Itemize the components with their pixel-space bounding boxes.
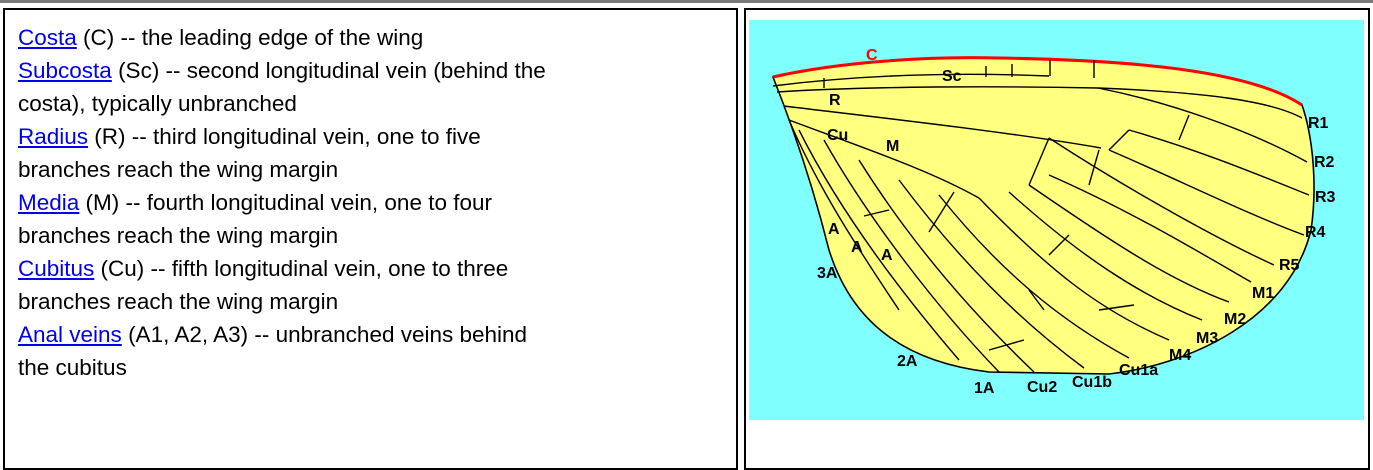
label-sc: Sc xyxy=(942,68,962,85)
media-line-1: Media (M) -- fourth longitudinal vein, o… xyxy=(18,186,728,219)
label-r3: R3 xyxy=(1315,189,1336,206)
anal-line-2: the cubitus xyxy=(18,351,728,384)
label-m2: M2 xyxy=(1224,311,1246,328)
radius-link[interactable]: Radius xyxy=(18,124,88,149)
cubitus-desc-2: branches reach the wing margin xyxy=(18,289,338,314)
label-r2: R2 xyxy=(1314,154,1335,171)
radius-desc-1: (R) -- third longitudinal vein, one to f… xyxy=(88,124,481,149)
label-a1: A xyxy=(828,221,840,238)
cubitus-line-1: Cubitus (Cu) -- fifth longitudinal vein,… xyxy=(18,252,728,285)
label-3a: 3A xyxy=(817,265,838,282)
anal-desc-2: the cubitus xyxy=(18,355,127,380)
radius-line-1: Radius (R) -- third longitudinal vein, o… xyxy=(18,120,728,153)
label-r4: R4 xyxy=(1305,224,1326,241)
label-r5: R5 xyxy=(1279,257,1300,274)
subcosta-link[interactable]: Subcosta xyxy=(18,58,112,83)
label-r: R xyxy=(829,92,841,109)
label-r1: R1 xyxy=(1308,115,1329,132)
media-desc-1: (M) -- fourth longitudinal vein, one to … xyxy=(79,190,492,215)
subcosta-line-2: costa), typically unbranched xyxy=(18,87,728,120)
anal-line-1: Anal veins (A1, A2, A3) -- unbranched ve… xyxy=(18,318,728,351)
label-2a: 2A xyxy=(897,353,918,370)
label-m1: M1 xyxy=(1252,285,1274,302)
costa-desc: (C) -- the leading edge of the wing xyxy=(77,25,423,50)
label-c: C xyxy=(866,47,878,64)
label-a3: A xyxy=(881,247,893,264)
costa-line-1: Costa (C) -- the leading edge of the win… xyxy=(18,21,728,54)
label-cu2: Cu2 xyxy=(1027,379,1057,396)
media-desc-2: branches reach the wing margin xyxy=(18,223,338,248)
radius-line-2: branches reach the wing margin xyxy=(18,153,728,186)
wing-venation-figure: C Sc R Cu M A A A 3A 2A 1A R1 R2 R3 R4 R… xyxy=(749,20,1364,420)
cubitus-link[interactable]: Cubitus xyxy=(18,256,94,281)
cubitus-line-2: branches reach the wing margin xyxy=(18,285,728,318)
cubitus-desc-1: (Cu) -- fifth longitudinal vein, one to … xyxy=(94,256,508,281)
subcosta-desc-2: costa), typically unbranched xyxy=(18,91,297,116)
label-m: M xyxy=(886,138,899,155)
subcosta-desc-1: (Sc) -- second longitudinal vein (behind… xyxy=(112,58,546,83)
label-cu1b: Cu1b xyxy=(1072,374,1112,391)
label-m3: M3 xyxy=(1196,330,1218,347)
media-link[interactable]: Media xyxy=(18,190,79,215)
radius-desc-2: branches reach the wing margin xyxy=(18,157,338,182)
label-1a: 1A xyxy=(974,380,995,397)
anal-veins-link[interactable]: Anal veins xyxy=(18,322,122,347)
anal-desc-1: (A1, A2, A3) -- unbranched veins behind xyxy=(122,322,527,347)
costa-link[interactable]: Costa xyxy=(18,25,77,50)
label-cu: Cu xyxy=(827,127,848,144)
top-border xyxy=(0,0,1373,3)
label-a2: A xyxy=(851,239,863,256)
media-line-2: branches reach the wing margin xyxy=(18,219,728,252)
wing-diagram: C Sc R Cu M A A A 3A 2A 1A R1 R2 R3 R4 R… xyxy=(749,20,1364,420)
label-m4: M4 xyxy=(1169,347,1191,364)
subcosta-line-1: Subcosta (Sc) -- second longitudinal vei… xyxy=(18,54,728,87)
label-cu1a: Cu1a xyxy=(1119,362,1158,379)
vein-definitions: Costa (C) -- the leading edge of the win… xyxy=(18,21,728,384)
